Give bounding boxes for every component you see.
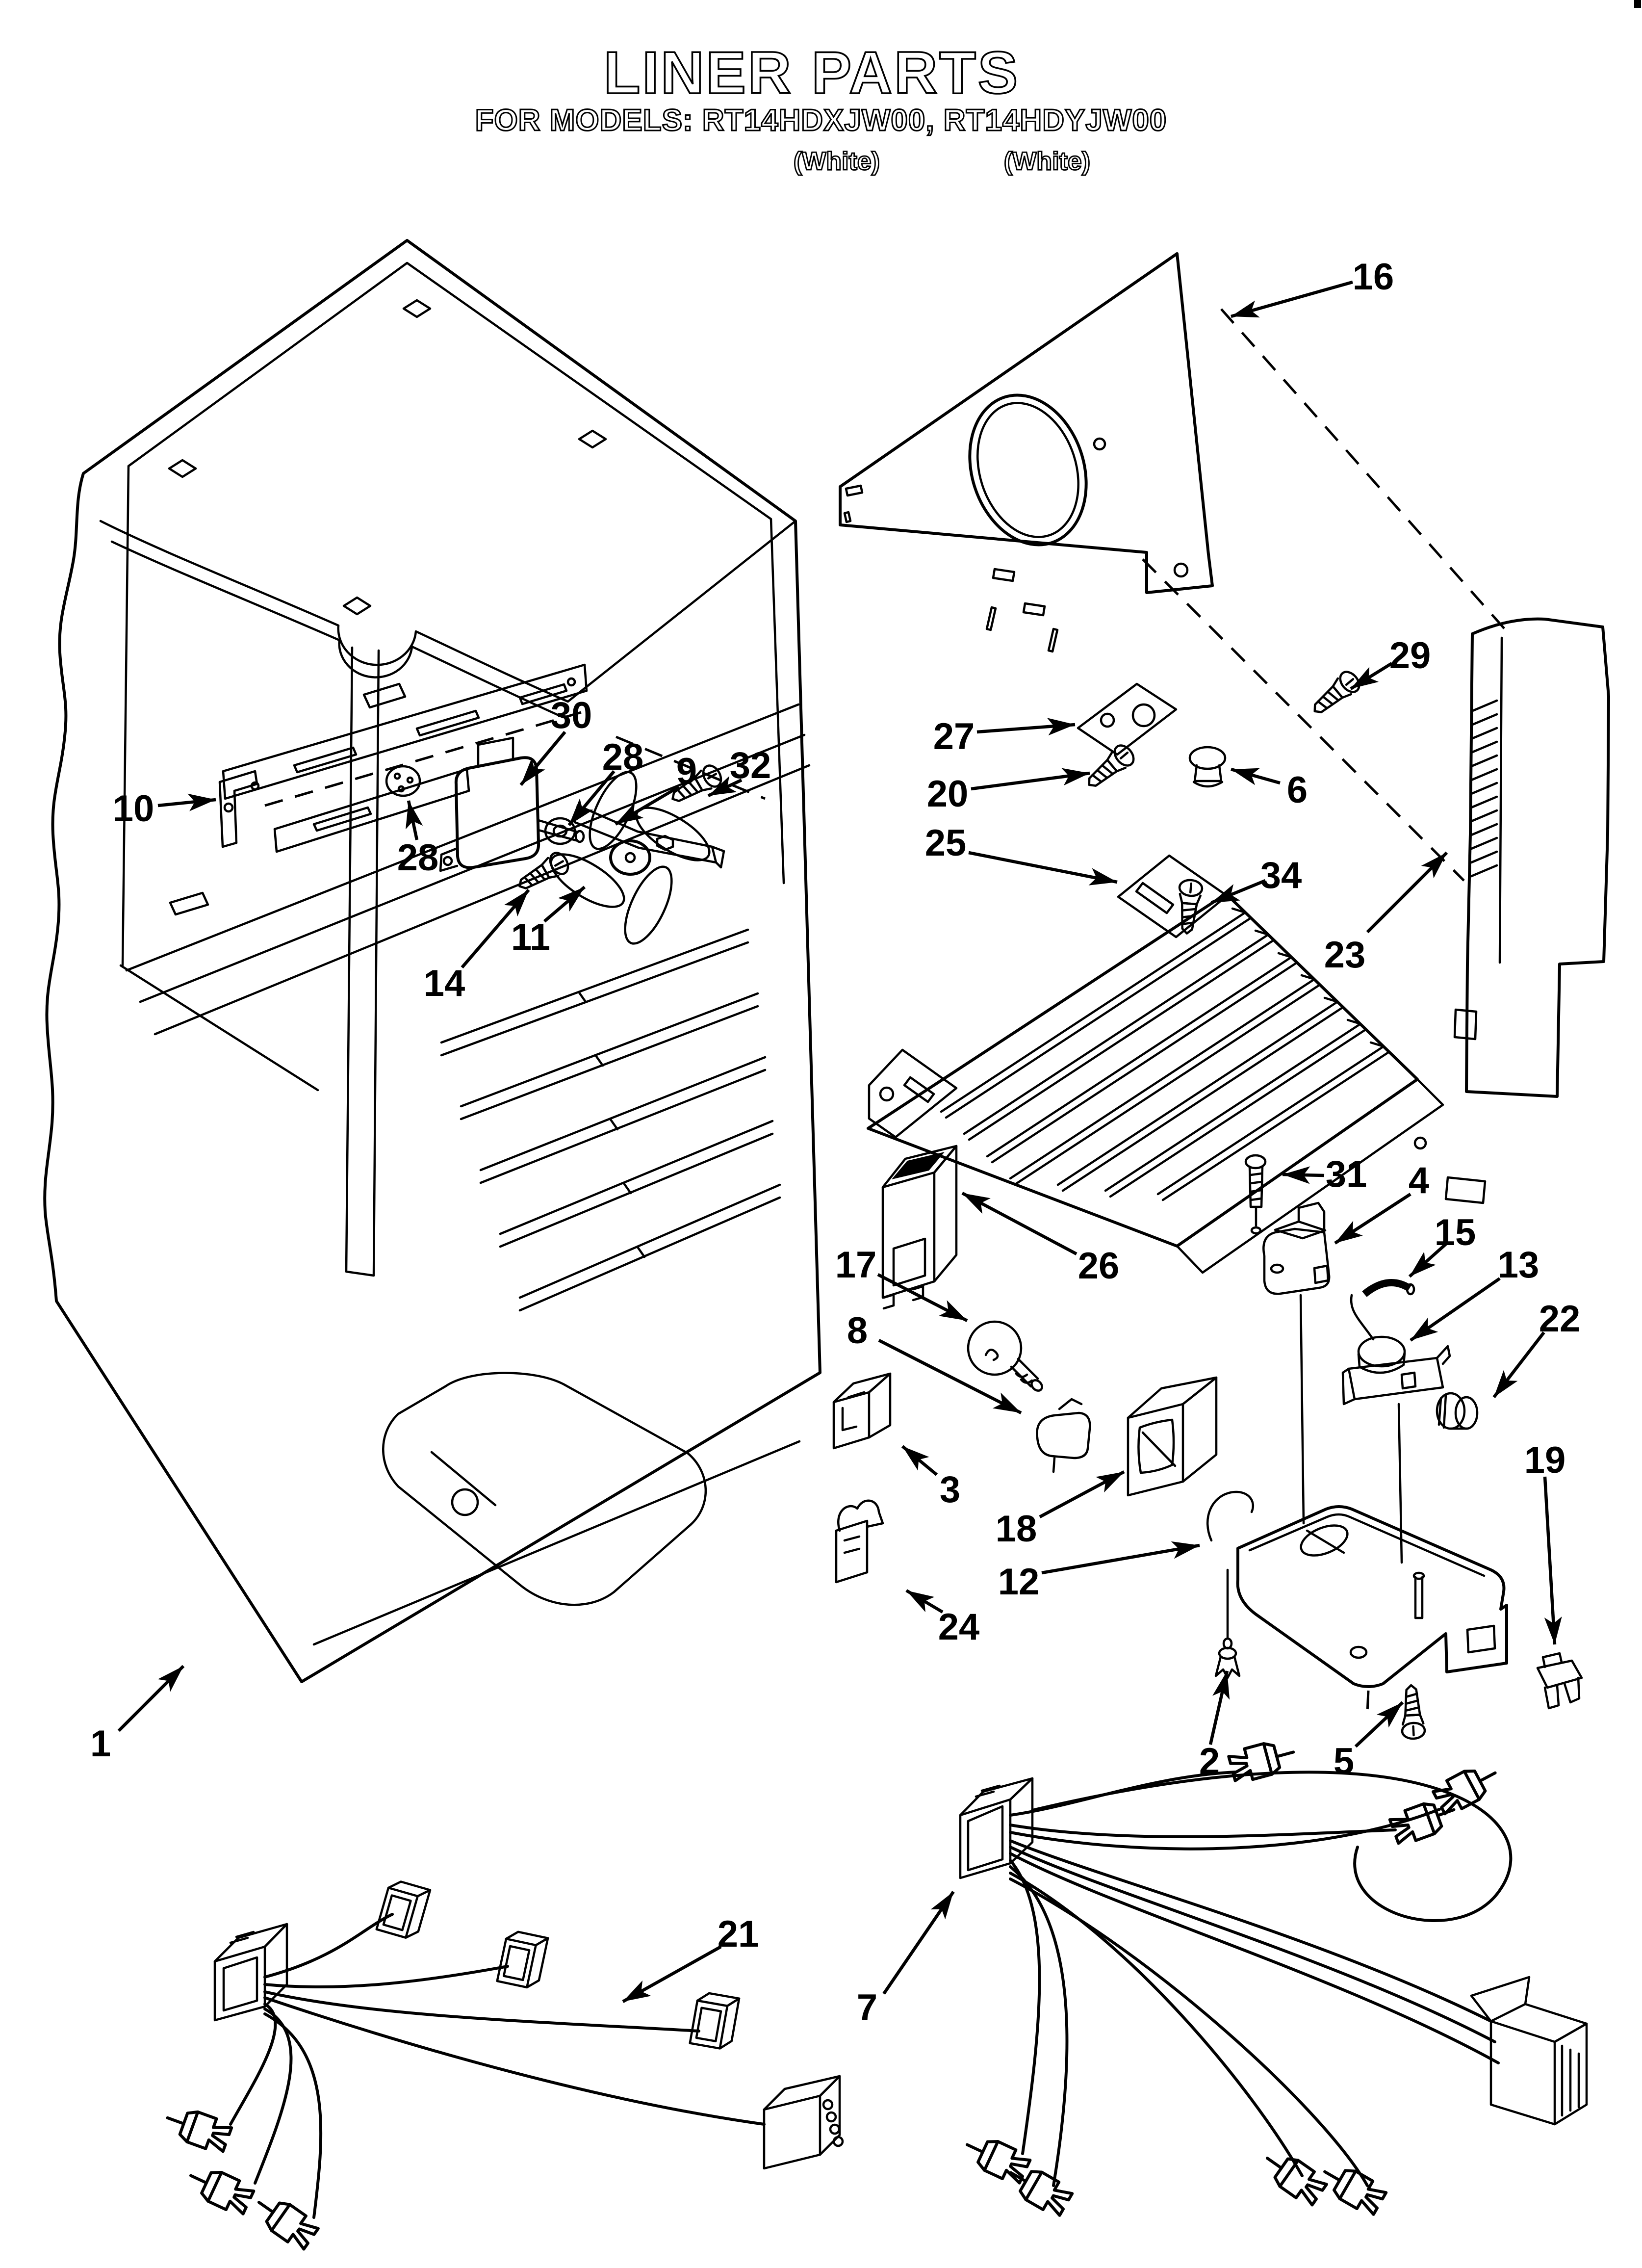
- callout-label-21: 21: [718, 1913, 759, 1955]
- callout-label-13: 13: [1498, 1244, 1539, 1286]
- defrost-thermostat-drawing: [1262, 1201, 1331, 1525]
- evaporator-cover-drawing: [867, 854, 1487, 1274]
- mullion-rail-drawing: [218, 663, 588, 853]
- connector-box-drawing: [832, 1372, 892, 1450]
- top-panel-slot-holes: [168, 299, 607, 616]
- callout-label-23: 23: [1324, 934, 1366, 976]
- callout-label-22: 22: [1539, 1298, 1581, 1340]
- cover-ribs: [940, 907, 1390, 1201]
- callout-label-3: 3: [940, 1469, 960, 1511]
- callout-label-1: 1: [90, 1723, 111, 1765]
- callout-label-14: 14: [424, 963, 465, 1004]
- callout-label-27: 27: [933, 716, 975, 757]
- figure-models-line: FOR MODELS: RT14HDXJW00, RT14HDYJW00: [475, 104, 1167, 137]
- callout-label-19: 19: [1524, 1439, 1566, 1481]
- figure-title: LINER PARTS: [604, 39, 1020, 106]
- motor-grommet-left-drawing: [385, 765, 421, 797]
- callout-label-8: 8: [847, 1310, 868, 1352]
- drain-pan-drawing: [1206, 1490, 1508, 1714]
- pan-hook: [1206, 1490, 1255, 1542]
- tube-grommet-drawing: [1362, 1274, 1415, 1297]
- rivet-pin-drawing: [1244, 1154, 1267, 1235]
- wiring-harness-7-drawing: [960, 1737, 1588, 2218]
- motor-grommet-right-drawing: [544, 817, 576, 845]
- retainer-clip-drawing: [835, 1499, 884, 1584]
- callout-label-12: 12: [998, 1561, 1040, 1603]
- crisper-well: [382, 1372, 707, 1606]
- callout-label-16: 16: [1353, 256, 1394, 298]
- bulb-socket-drawing: [1036, 1398, 1091, 1473]
- harness21-terminal-block: [763, 2075, 844, 2170]
- callout-label-26: 26: [1078, 1245, 1120, 1287]
- callout-label-24: 24: [938, 1606, 980, 1648]
- callout-label-32: 32: [730, 745, 771, 786]
- color-note-left: (White): [794, 147, 880, 176]
- callout-label-5: 5: [1334, 1741, 1354, 1782]
- pan-pushpin-drawing: [1216, 1570, 1239, 1678]
- liner-cabinet-drawing: [43, 239, 821, 1683]
- callout-label-31: 31: [1326, 1153, 1367, 1195]
- callout-label-25: 25: [925, 822, 967, 864]
- control-thermostat-drawing: [1341, 1294, 1451, 1564]
- callout-label-9: 9: [676, 751, 697, 792]
- figure-header: LINER PARTS FOR MODELS: RT14HDXJW00, RT1…: [474, 0, 1641, 176]
- page-corner-mark: [1634, 0, 1641, 8]
- tower-vent-hatching: [1470, 699, 1498, 878]
- alignment-dashed-lines: [1142, 308, 1509, 882]
- callout-label-15: 15: [1435, 1212, 1476, 1253]
- hole-plug-drawing: [1188, 746, 1227, 788]
- light-bulb-drawing: [967, 1320, 1043, 1392]
- callout-label-28b: 28: [397, 837, 439, 879]
- cover-plate-drawing: [1077, 682, 1178, 756]
- air-duct-tower-drawing: [1453, 617, 1610, 1098]
- callout-label-28a: 28: [602, 736, 644, 778]
- support-clip-drawing: [1536, 1652, 1583, 1710]
- callout-label-4: 4: [1409, 1160, 1429, 1201]
- thermostat-knob-drawing: [1436, 1392, 1479, 1430]
- callout-label-20: 20: [927, 773, 969, 815]
- callout-label-7: 7: [857, 1987, 877, 2029]
- screw-14-drawing: [514, 850, 571, 896]
- shelf-rails: [440, 928, 781, 1312]
- callout-label-10: 10: [113, 788, 154, 830]
- callout-label-6: 6: [1287, 769, 1308, 811]
- callout-leaders: [117, 280, 1562, 2003]
- heater-end-box-drawing: [881, 1145, 958, 1310]
- callout-label-30: 30: [551, 695, 592, 736]
- callout-label-29: 29: [1389, 635, 1431, 677]
- screw-5-drawing: [1400, 1685, 1425, 1739]
- lamp-shield-drawing: [1127, 1376, 1218, 1497]
- callout-label-17: 17: [835, 1244, 877, 1286]
- evaporator-fan-motor-drawing: [439, 736, 585, 872]
- callout-label-18: 18: [996, 1508, 1037, 1550]
- callout-label-11: 11: [511, 916, 550, 958]
- callout-labels: 1 2 3 4 5 6 7 8 9 10 11 12 13 14 15 16 1…: [90, 256, 1580, 2029]
- color-note-right: (White): [1004, 147, 1090, 176]
- harness7-terminal-block: [1470, 1976, 1588, 2126]
- wiring-harness-21-drawing: [162, 1879, 844, 2252]
- callout-label-2: 2: [1199, 1741, 1220, 1782]
- rear-panel-drawing: [839, 252, 1214, 653]
- callout-label-34: 34: [1260, 855, 1302, 896]
- screw-29-drawing: [1308, 668, 1363, 720]
